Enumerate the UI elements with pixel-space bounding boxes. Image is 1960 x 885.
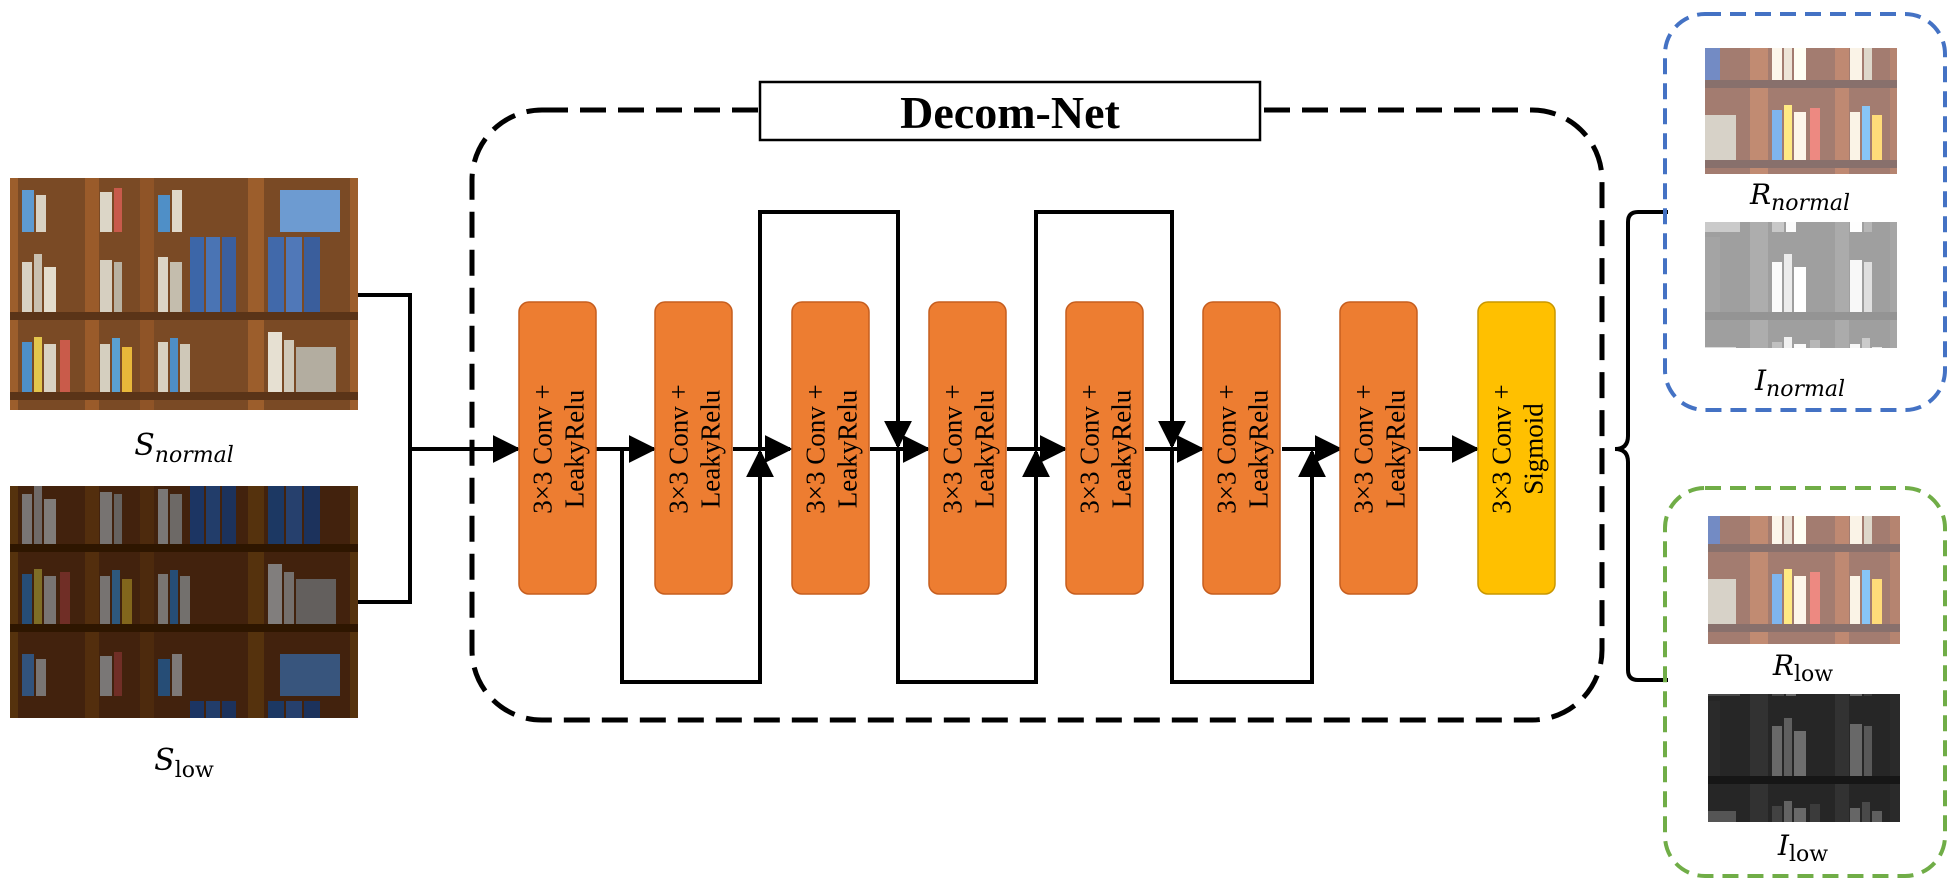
conv-block-1: 3×3 Conv +LeakyRelu bbox=[518, 301, 597, 595]
label-r-low: Rlow bbox=[1772, 649, 1833, 687]
conv-block-3: 3×3 Conv +LeakyRelu bbox=[791, 301, 870, 595]
output-image-i-normal bbox=[1705, 222, 1897, 348]
block-label: 3×3 Conv +LeakyRelu bbox=[1212, 384, 1274, 513]
normal-output-group bbox=[1663, 12, 1947, 412]
sigmoid-block: 3×3 Conv +Sigmoid bbox=[1477, 301, 1556, 595]
label-s-normal: Snormal bbox=[134, 428, 234, 468]
block-label: 3×3 Conv +LeakyRelu bbox=[664, 384, 726, 513]
output-bracket bbox=[1614, 210, 1668, 682]
decom-net-title: Decom-Net bbox=[900, 87, 1120, 138]
block-label: 3×3 Conv +LeakyRelu bbox=[528, 384, 590, 513]
block-label: 3×3 Conv +Sigmoid bbox=[1487, 384, 1549, 513]
block-label: 3×3 Conv +LeakyRelu bbox=[938, 384, 1000, 513]
input-connector bbox=[358, 293, 521, 604]
label-i-normal: Inormal bbox=[1754, 364, 1845, 402]
conv-block-2: 3×3 Conv +LeakyRelu bbox=[654, 301, 733, 595]
input-image-normal bbox=[10, 178, 358, 410]
output-image-r-normal bbox=[1705, 48, 1897, 174]
label-s-low: Slow bbox=[154, 743, 214, 783]
decom-net-title-box: Decom-Net bbox=[758, 80, 1262, 142]
output-image-r-low bbox=[1708, 516, 1900, 644]
conv-block-6: 3×3 Conv +LeakyRelu bbox=[1202, 301, 1281, 595]
conv-block-7: 3×3 Conv +LeakyRelu bbox=[1339, 301, 1418, 595]
output-image-i-low bbox=[1708, 694, 1900, 822]
conv-blocks: 3×3 Conv +LeakyRelu 3×3 Conv +LeakyRelu 3×… bbox=[518, 301, 1556, 595]
skip-connections bbox=[596, 210, 1326, 684]
label-i-low: Ilow bbox=[1777, 829, 1828, 867]
input-image-low bbox=[10, 486, 358, 718]
block-label: 3×3 Conv +LeakyRelu bbox=[1349, 384, 1411, 513]
conv-block-4: 3×3 Conv +LeakyRelu bbox=[928, 301, 1007, 595]
conv-block-5: 3×3 Conv +LeakyRelu bbox=[1065, 301, 1144, 595]
block-label: 3×3 Conv +LeakyRelu bbox=[801, 384, 863, 513]
low-output-group bbox=[1663, 486, 1947, 878]
block-label: 3×3 Conv +LeakyRelu bbox=[1075, 384, 1137, 513]
label-r-normal: Rnormal bbox=[1749, 178, 1850, 216]
